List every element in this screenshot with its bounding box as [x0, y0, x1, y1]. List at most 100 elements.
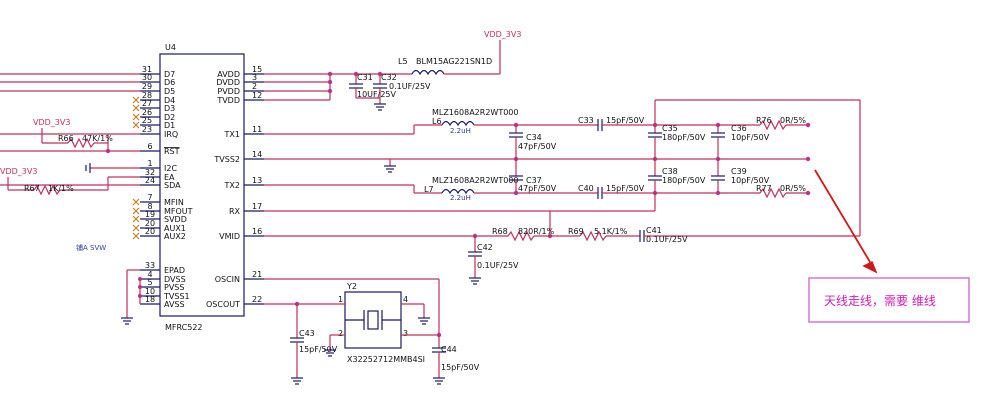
svg-text:21: 21 — [252, 270, 262, 279]
svg-text:SDA: SDA — [164, 181, 181, 190]
antenna-frame — [264, 99, 861, 239]
svg-text:28: 28 — [142, 91, 152, 100]
svg-text:AUX1: AUX1 — [164, 224, 186, 233]
svg-text:RX: RX — [229, 207, 241, 216]
svg-text:10pF/50V: 10pF/50V — [731, 176, 770, 185]
svg-text:L7: L7 — [424, 185, 434, 194]
svg-text:0.1UF/25V: 0.1UF/25V — [389, 82, 431, 91]
svg-text:PVSS: PVSS — [164, 283, 184, 292]
svg-text:X32252712MMB4SI: X32252712MMB4SI — [347, 355, 425, 364]
tx1-path: MLZ1608A2R2WT000 L6 2.2uH C33 15pF/50V R… — [264, 108, 811, 135]
svg-text:47pF/50V: 47pF/50V — [518, 184, 557, 193]
svg-text:MLZ1608A2R2WT000: MLZ1608A2R2WT000 — [432, 176, 518, 185]
svg-text:3: 3 — [403, 329, 408, 338]
svg-text:R77: R77 — [756, 184, 772, 193]
svg-text:3: 3 — [252, 73, 257, 82]
svg-text:C36: C36 — [731, 124, 747, 133]
svg-text:24: 24 — [145, 176, 155, 185]
svg-text:L5: L5 — [398, 57, 408, 66]
svg-text:5: 5 — [147, 278, 152, 287]
svg-text:C43: C43 — [299, 329, 315, 338]
svg-text:2.2uH: 2.2uH — [450, 194, 471, 202]
svg-text:AVDD: AVDD — [217, 70, 240, 79]
c42-cap: C42 0.1UF/25V — [468, 236, 519, 285]
svg-text:15pF/50V: 15pF/50V — [441, 363, 480, 372]
svg-text:PVDD: PVDD — [217, 87, 240, 96]
svg-text:0.1UF/25V: 0.1UF/25V — [646, 235, 688, 244]
svg-text:D3: D3 — [164, 104, 175, 113]
svg-text:0R/5%: 0R/5% — [780, 116, 806, 125]
svg-text:19: 19 — [145, 210, 155, 219]
svg-text:R69: R69 — [568, 227, 584, 236]
svg-text:0R/5%: 0R/5% — [780, 184, 806, 193]
svg-text:C37: C37 — [526, 176, 542, 185]
svg-text:10: 10 — [145, 287, 155, 296]
svg-text:TVDD: TVDD — [216, 96, 240, 105]
svg-text:20: 20 — [145, 227, 155, 236]
svg-text:DVDD: DVDD — [216, 78, 240, 87]
svg-text:C38: C38 — [662, 167, 678, 176]
l5-ferrite: L5 BLM15AG221SN1D VDD_3V3 — [398, 30, 521, 76]
svg-text:C44: C44 — [441, 345, 457, 354]
svg-text:DVSS: DVSS — [164, 275, 186, 284]
svg-text:27: 27 — [142, 99, 152, 108]
svg-text:C39: C39 — [731, 167, 747, 176]
svg-text:R76: R76 — [756, 116, 772, 125]
shunt-caps-bottom: C37 47pF/50V C38 180pF/50V C39 10pF/50V — [509, 159, 770, 193]
right-pin-lines — [244, 73, 264, 305]
svg-text:4: 4 — [403, 295, 408, 304]
svg-text:32: 32 — [145, 168, 155, 177]
svg-text:C40: C40 — [578, 184, 594, 193]
svg-text:VDD_3V3: VDD_3V3 — [484, 30, 521, 39]
svg-text:C41: C41 — [646, 226, 662, 235]
svg-text:16: 16 — [252, 227, 262, 236]
svg-text:BLM15AG221SN1D: BLM15AG221SN1D — [416, 57, 492, 66]
svg-text:C31: C31 — [357, 73, 373, 82]
svg-text:47K/1%: 47K/1% — [82, 134, 113, 143]
svg-text:EPAD: EPAD — [164, 266, 185, 275]
svg-text:7: 7 — [147, 193, 152, 202]
svg-text:13: 13 — [252, 176, 262, 185]
svg-text:1K/1%: 1K/1% — [48, 184, 74, 193]
svg-text:R68: R68 — [492, 227, 508, 236]
svg-text:AUX2: AUX2 — [164, 232, 186, 241]
svg-text:2.2uH: 2.2uH — [450, 127, 471, 135]
left-pin-labels: 31 D7 30 D6 29 D5 28 D4 27 D3 26 D2 25 D… — [142, 65, 193, 309]
svg-text:820R/1%: 820R/1% — [518, 227, 555, 236]
svg-text:SVDD: SVDD — [164, 215, 187, 224]
r67-resistor: VDD_3V3 R67 1K/1% — [0, 167, 140, 196]
svg-text:EA: EA — [164, 173, 175, 182]
svg-text:25: 25 — [142, 116, 152, 125]
svg-text:23: 23 — [142, 125, 152, 134]
svg-text:1: 1 — [147, 159, 152, 168]
svg-text:C33: C33 — [578, 116, 594, 125]
svg-text:8: 8 — [147, 202, 152, 211]
svg-text:29: 29 — [142, 82, 152, 91]
svg-text:12: 12 — [252, 91, 262, 100]
svg-text:TX2: TX2 — [224, 181, 240, 190]
i2c-ground — [85, 163, 140, 173]
nc-marks — [132, 96, 140, 240]
gnd-left-bus — [121, 269, 142, 325]
svg-text:5.1K/1%: 5.1K/1% — [594, 227, 628, 236]
svg-text:1: 1 — [338, 295, 343, 304]
svg-text:D6: D6 — [164, 78, 175, 87]
svg-text:VMID: VMID — [219, 232, 240, 241]
svg-text:VDD_3V3: VDD_3V3 — [33, 118, 70, 127]
svg-text:2: 2 — [252, 82, 257, 91]
svg-text:C42: C42 — [477, 243, 493, 252]
svg-text:MFIN: MFIN — [164, 198, 184, 207]
svg-text:R67: R67 — [24, 184, 40, 193]
svg-text:D5: D5 — [164, 87, 175, 96]
svg-text:180pF/50V: 180pF/50V — [662, 133, 706, 142]
svg-text:18: 18 — [145, 295, 155, 304]
annotation-text: 天线走线，需要 维线 — [824, 294, 936, 308]
svg-text:4: 4 — [147, 270, 152, 279]
svg-text:D7: D7 — [164, 70, 175, 79]
svg-text:D1: D1 — [164, 121, 175, 130]
svg-text:10pF/50V: 10pF/50V — [731, 133, 770, 142]
small-note: 铺A SVW — [76, 243, 106, 252]
svg-text:OSCOUT: OSCOUT — [206, 300, 240, 309]
c31-c32: C31 10UF/25V C32 0.1UF/25V — [349, 73, 431, 111]
